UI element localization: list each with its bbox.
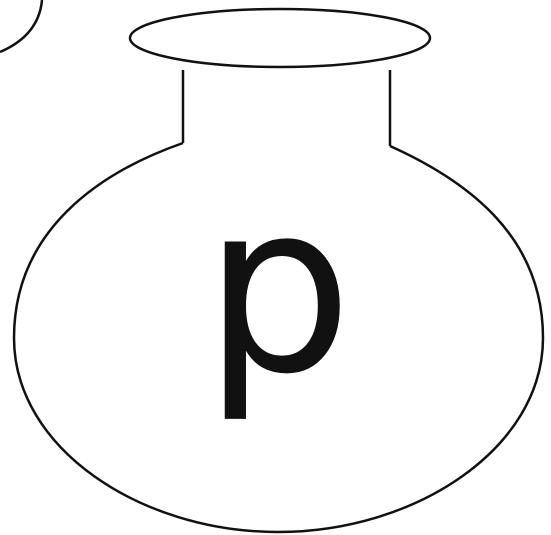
vessel-label: p <box>203 153 352 426</box>
partial-circle-arc <box>0 0 42 52</box>
vase-rim <box>130 9 430 67</box>
